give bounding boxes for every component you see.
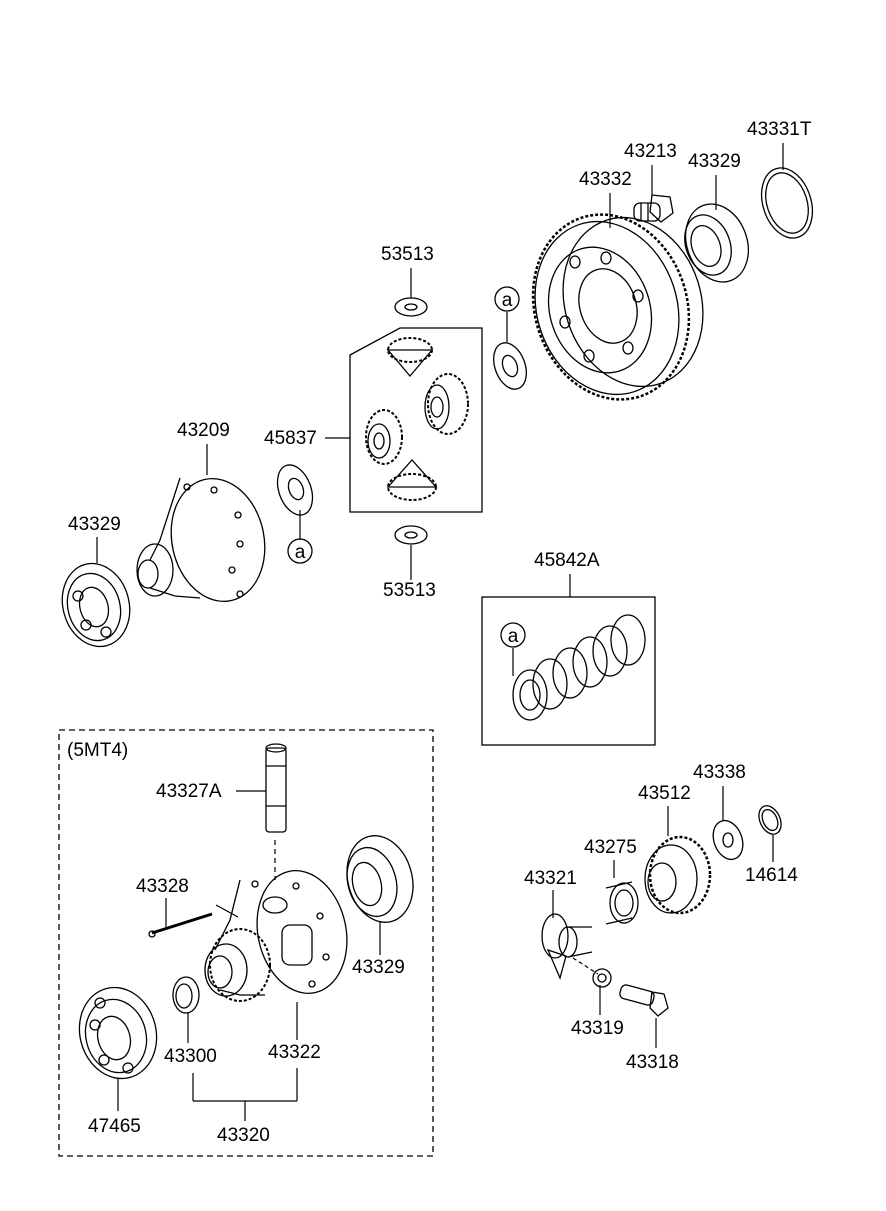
oil-seal-43300	[172, 976, 200, 1014]
callout-a-top	[494, 286, 520, 312]
label-5mt4: (5MT4)	[67, 740, 129, 761]
label-43321: 43321	[524, 868, 577, 889]
group-45837-box	[349, 327, 483, 513]
bearing-47465	[78, 986, 158, 1080]
label-53513-top: 53513	[381, 244, 434, 265]
thrust-washer-43338	[712, 819, 744, 861]
label-47465: 47465	[88, 1116, 141, 1137]
label-43338: 43338	[693, 762, 746, 783]
label-43322: 43322	[268, 1042, 321, 1063]
label-43327A: 43327A	[156, 781, 222, 802]
needle-bearing-43275	[605, 881, 639, 925]
label-45842A: 45842A	[534, 550, 600, 571]
sleeve-43321	[541, 913, 593, 980]
label-43209: 43209	[177, 420, 230, 441]
callout-a-washers	[500, 622, 526, 648]
snap-ring-14614	[758, 805, 782, 835]
label-43318: 43318	[626, 1052, 679, 1073]
pinion-gear-top	[386, 337, 434, 378]
callout-a-case-text: a	[295, 542, 306, 563]
label-43320: 43320	[217, 1125, 270, 1146]
label-43332: 43332	[579, 169, 632, 190]
ring-gear-43332	[531, 213, 704, 401]
washer-set-45842A	[512, 614, 646, 721]
callout-a-top-text: a	[502, 290, 513, 311]
label-43300: 43300	[164, 1046, 217, 1067]
pinion-gear-bottom	[386, 459, 438, 501]
label-14614: 14614	[745, 865, 798, 886]
label-43329-top: 43329	[688, 151, 741, 172]
leader-lines	[96, 143, 784, 1121]
label-43319: 43319	[571, 1018, 624, 1039]
diff-case-43322	[204, 870, 348, 1002]
diff-case-43209	[136, 477, 266, 603]
bearing-43329-left	[61, 562, 131, 648]
washer-53513-bottom	[394, 525, 428, 545]
bearing-43329-mid	[346, 835, 414, 923]
side-washer-a-case	[276, 464, 314, 516]
group-5mt4-box	[58, 729, 434, 1157]
side-gear-right	[424, 373, 469, 435]
bolt-43213	[633, 194, 674, 223]
label-43331T: 43331T	[747, 119, 812, 140]
callout-a-case	[287, 538, 313, 564]
pinion-shaft-43327A	[265, 743, 287, 833]
label-43329-left: 43329	[68, 514, 121, 535]
label-43213: 43213	[624, 141, 677, 162]
o-ring-43319	[592, 968, 612, 988]
callout-a-washers-text: a	[508, 626, 519, 647]
group-45842A-box	[481, 596, 656, 746]
label-43329-mid: 43329	[352, 957, 405, 978]
side-washer-a-top	[493, 342, 527, 390]
label-43328: 43328	[136, 876, 189, 897]
bearing-43329-top	[684, 203, 749, 283]
label-45837: 45837	[264, 428, 317, 449]
drive-gear-43512	[644, 835, 712, 915]
washer-53513-top	[394, 297, 428, 317]
label-43275: 43275	[584, 837, 637, 858]
bolt-43318	[619, 984, 669, 1017]
side-gear-left	[365, 409, 403, 465]
label-53513-bottom: 53513	[383, 580, 436, 601]
lock-pin-43328	[148, 912, 213, 938]
label-43512: 43512	[638, 783, 691, 804]
thrust-washer-43331T	[760, 167, 814, 239]
